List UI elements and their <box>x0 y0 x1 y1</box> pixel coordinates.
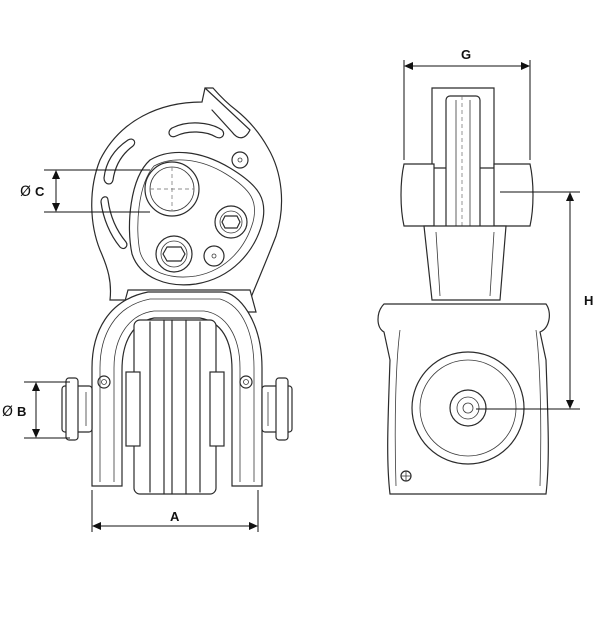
dimension-h-label: H <box>584 293 593 308</box>
dimension-a-label: A <box>170 509 180 524</box>
dimension-c-label: C <box>35 184 45 199</box>
side-view <box>377 87 550 495</box>
dimension-h: H <box>476 191 593 410</box>
sheave-stack <box>125 319 225 495</box>
triangle-plate <box>128 151 265 286</box>
dimension-b-symbol: Ø <box>2 404 13 420</box>
dimension-a: A <box>91 490 259 532</box>
dimension-g-label: G <box>461 47 471 62</box>
axle-b <box>61 377 293 441</box>
front-view <box>61 87 293 495</box>
dimension-c: Ø C <box>20 169 150 213</box>
dimension-g: G <box>403 47 531 160</box>
dimension-b: Ø B <box>2 381 70 439</box>
dimension-b-label: B <box>17 404 26 419</box>
dimension-c-symbol: Ø <box>20 184 31 200</box>
